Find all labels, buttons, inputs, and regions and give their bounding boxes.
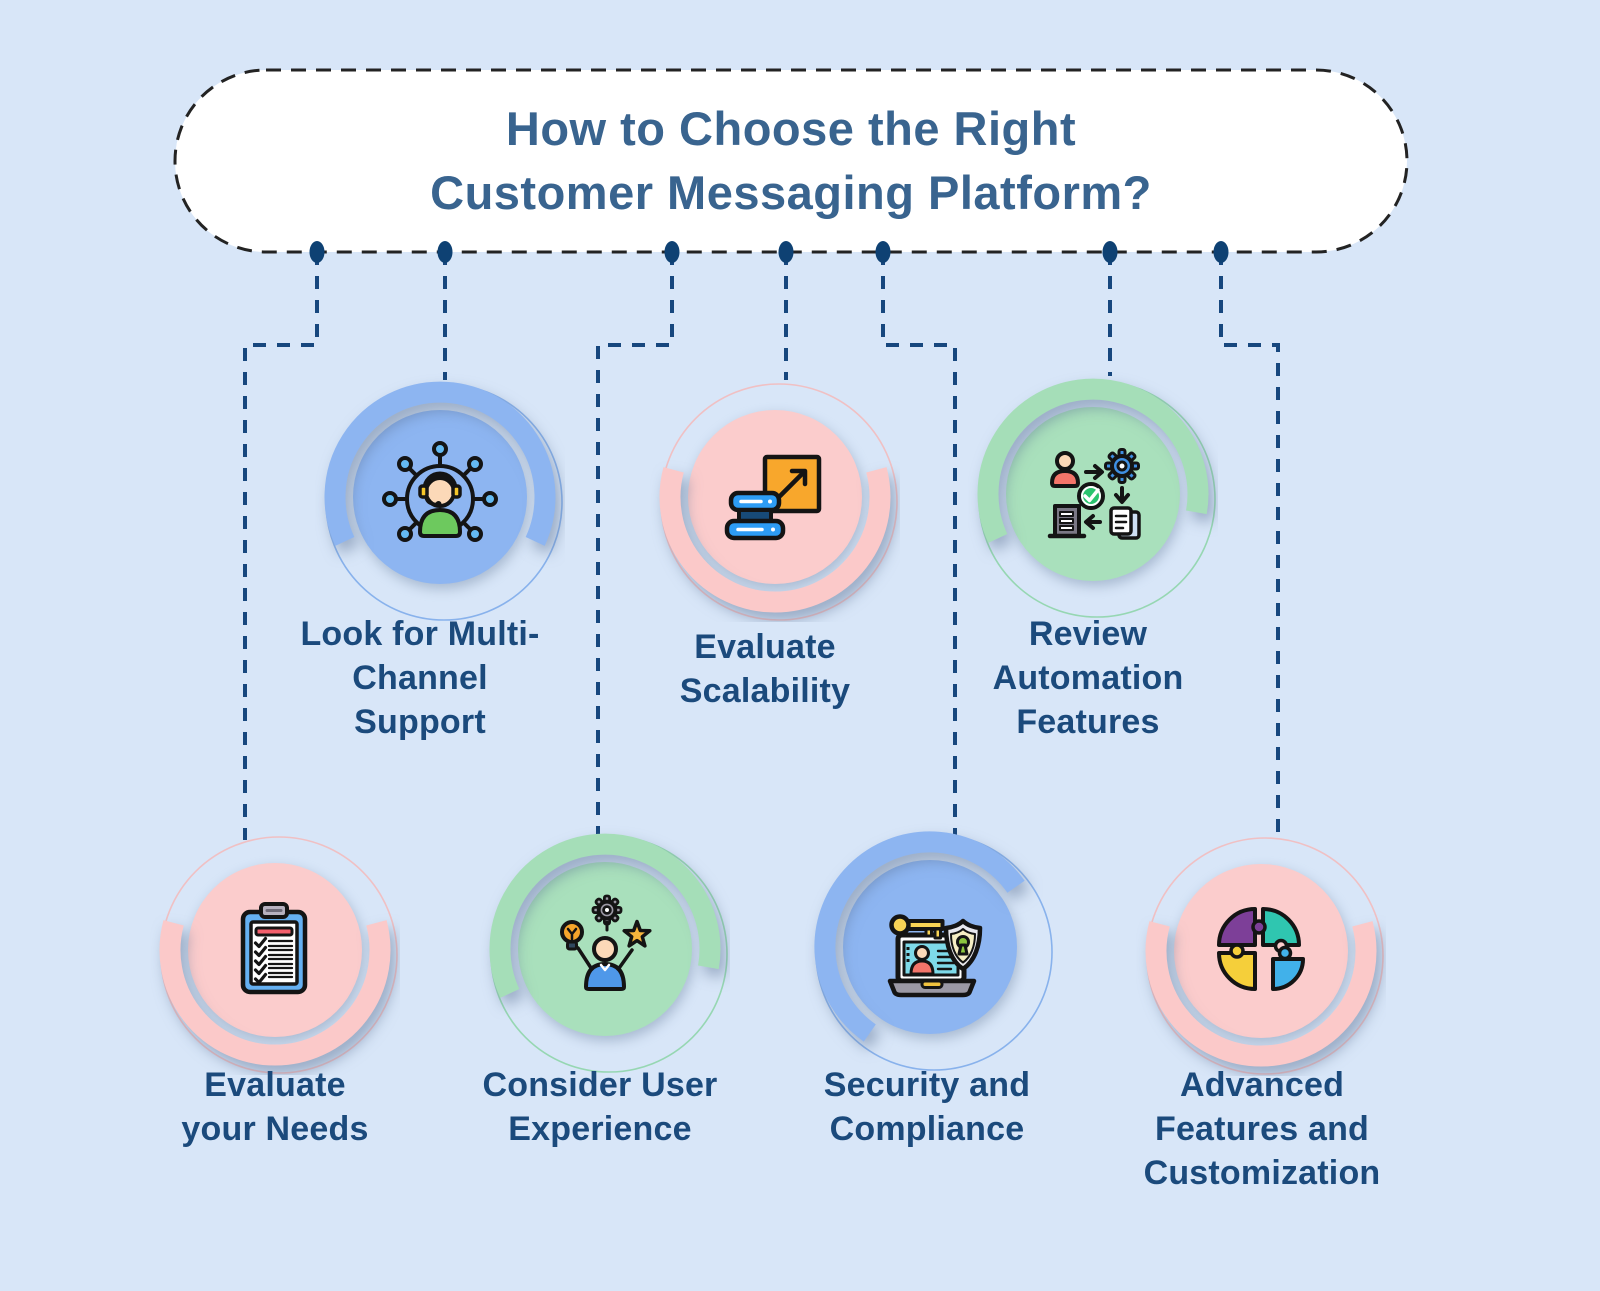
scalability-icon: [724, 454, 822, 541]
decor-arc: [324, 381, 556, 546]
step-security-compliance: [805, 822, 1055, 1072]
step-automation: [968, 369, 1218, 619]
step-label-user-experience: Consider User Experience: [482, 1066, 718, 1149]
step-label-evaluate-needs: Evaluate your Needs: [181, 1066, 369, 1149]
connector-dot: [309, 241, 325, 263]
checklist-icon: [240, 902, 308, 995]
connector-security: [881, 252, 957, 835]
puzzle-icon: [1217, 907, 1305, 991]
step-scalability: [650, 372, 900, 622]
step-evaluate-needs: [150, 825, 400, 1075]
connector-dot: [875, 241, 891, 263]
automation-icon: [1047, 448, 1141, 540]
decor-arc: [159, 920, 391, 1066]
connector-dot: [778, 241, 794, 263]
security-compliance-icon: [887, 914, 983, 998]
title-line-1: How to Choose the Right: [505, 102, 1077, 156]
step-user-experience: [480, 824, 730, 1074]
decor-arc: [977, 378, 1209, 543]
connector-dot: [1213, 241, 1229, 263]
step-label-scalability: Evaluate Scalability: [679, 628, 851, 711]
decor-arc: [489, 833, 721, 998]
step-advanced-features: [1136, 826, 1386, 1076]
step-multi-channel: [315, 372, 565, 622]
title-line-2: Customer Messaging Platform?: [430, 166, 1152, 219]
step-label-multi-channel: Look for Multi- Channel Support: [300, 615, 540, 742]
decor-arc: [659, 467, 891, 613]
decor-arc: [814, 831, 1025, 1042]
connector-user-experience: [596, 252, 674, 834]
step-label-security: Security and Compliance: [823, 1066, 1031, 1149]
multi-channel-support-icon: [382, 441, 498, 542]
connector-dot: [664, 241, 680, 263]
connector-dot: [1102, 241, 1118, 263]
page-title: How to Choose the Right Customer Messagi…: [185, 70, 1397, 252]
connector-advanced: [1219, 252, 1280, 838]
connector-dot: [437, 241, 453, 263]
step-circle: [1174, 864, 1348, 1038]
step-label-advanced: Advanced Features and Customization: [1143, 1066, 1381, 1193]
step-label-automation: Review Automation Features: [992, 615, 1184, 742]
decor-arc: [1145, 921, 1377, 1067]
user-experience-icon: [560, 894, 652, 991]
connector-evaluate-needs: [243, 252, 319, 840]
